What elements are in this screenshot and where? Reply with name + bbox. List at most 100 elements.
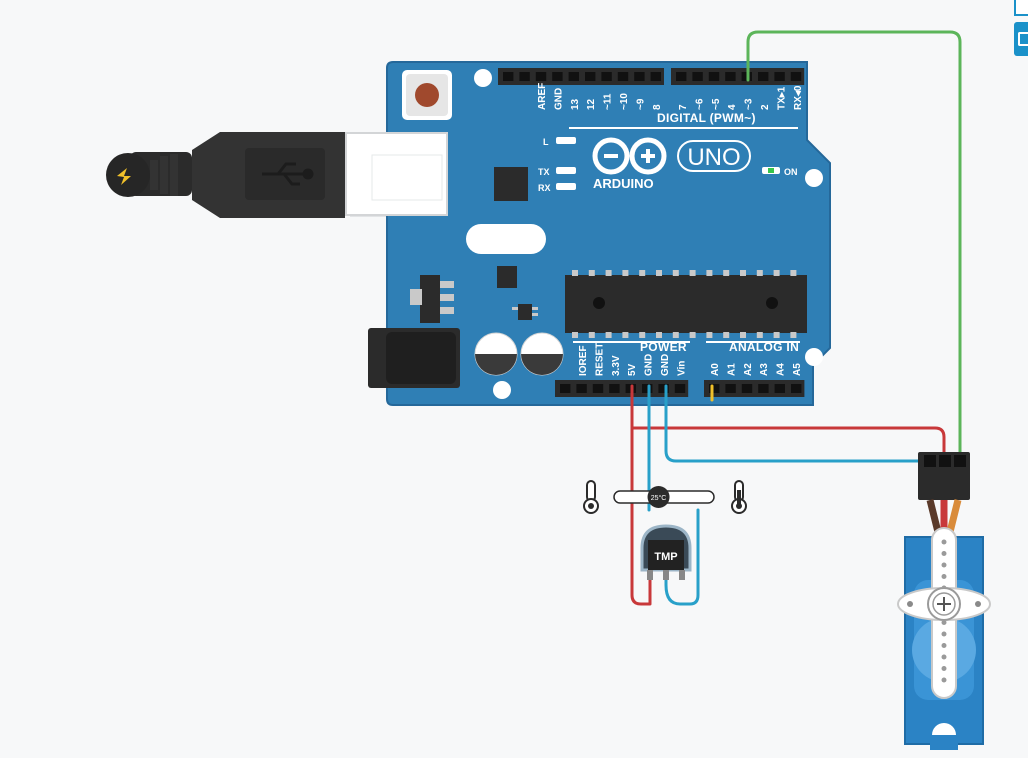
led-tx (556, 167, 576, 174)
pin-label: ~5 (711, 98, 722, 110)
header-pin[interactable] (658, 384, 669, 393)
servo-arm-hole (941, 539, 947, 545)
servo-arm-hole (941, 574, 947, 579)
header-pin[interactable] (758, 72, 769, 81)
wire-red-5v-servo[interactable] (630, 384, 946, 457)
pin-label: 2 (760, 104, 771, 110)
servo-arm-hole (941, 562, 947, 568)
pin-label: ~3 (744, 98, 755, 110)
wire-blue-gnd-servo[interactable] (664, 384, 930, 463)
header-pin[interactable] (609, 384, 620, 393)
crystal-oscillator (466, 224, 546, 254)
header-pin[interactable] (741, 384, 753, 393)
wire-green-signal[interactable] (746, 30, 962, 457)
pin-label: ~6 (694, 98, 705, 110)
atmega-chip (565, 270, 807, 338)
thermometer-hot-icon (731, 480, 747, 514)
temperature-reading: 25°C (651, 494, 667, 502)
pin-label: A3 (759, 363, 770, 376)
header-pin[interactable] (774, 384, 785, 393)
header-pin[interactable] (592, 384, 604, 393)
panel-toggle-button[interactable] (1014, 22, 1028, 56)
minus-icon (604, 154, 618, 158)
servo-arm-hole (941, 654, 947, 660)
header-pin[interactable] (568, 72, 579, 81)
model-label: UNO (687, 144, 740, 171)
pin-label: ~9 (635, 98, 646, 110)
analog-header-label: ANALOG IN (729, 340, 799, 354)
header-pin[interactable] (758, 384, 769, 393)
temperature-sensor[interactable]: TMP (640, 524, 692, 580)
header-pin[interactable] (576, 384, 587, 393)
capacitor-1 (474, 332, 518, 376)
temperature-slider[interactable]: 25°C (613, 486, 715, 508)
small-chip (497, 266, 517, 288)
header-pin[interactable] (519, 72, 530, 81)
header-pin[interactable] (585, 72, 596, 81)
header-pin[interactable] (601, 72, 612, 81)
header-pin[interactable] (552, 72, 563, 81)
pin-label: GND (553, 88, 564, 110)
pin-label: A4 (776, 363, 787, 376)
led-l-label: L (543, 137, 549, 147)
header-pin[interactable] (774, 72, 785, 81)
pin-label: RX◂0 (793, 85, 804, 110)
pin-label: GND (660, 354, 671, 376)
pin-label: 13 (570, 98, 581, 110)
digital-header-right[interactable] (671, 68, 805, 85)
header-pin[interactable] (791, 384, 802, 393)
header-pin[interactable] (692, 72, 703, 81)
digital-header-left[interactable] (498, 68, 664, 85)
sensor-label: TMP (654, 551, 677, 563)
header-pin[interactable] (503, 72, 514, 81)
pin-label: A2 (743, 363, 754, 376)
header-pin[interactable] (560, 384, 571, 393)
header-pin[interactable] (709, 384, 720, 393)
usb-controller-chip (494, 167, 528, 201)
led-l (556, 137, 576, 144)
lightning-icon (117, 168, 131, 185)
brand-label: ARDUINO (593, 176, 654, 191)
arduino-logo: ARDUINO UNO (592, 137, 751, 191)
pin-label: 4 (727, 104, 738, 110)
pin-label: TX▸1 (776, 86, 787, 110)
panel-toggle-top[interactable] (1014, 0, 1028, 16)
header-pin[interactable] (650, 72, 661, 81)
header-pin[interactable] (535, 72, 547, 81)
servo-arm-hole (941, 620, 947, 625)
servo-arm-hole (941, 666, 947, 671)
header-pin[interactable] (725, 384, 736, 393)
servo-motor[interactable] (897, 527, 991, 750)
led-tx-label: TX (538, 167, 550, 177)
header-pin[interactable] (725, 72, 736, 81)
pin-label: A1 (726, 363, 737, 376)
pin-label: AREF (537, 83, 548, 110)
pin-label: IOREF (578, 345, 589, 376)
header-pin[interactable] (617, 72, 629, 81)
pin-label: 12 (586, 98, 597, 110)
pin-label: 7 (678, 104, 689, 110)
wire-red-5v-sensor[interactable] (630, 426, 652, 606)
digital-header-label: DIGITAL (PWM~) (657, 111, 756, 125)
pin-label: GND (644, 354, 655, 376)
header-pin[interactable] (676, 72, 687, 81)
servo-connector[interactable] (918, 452, 970, 500)
power-header[interactable] (555, 380, 689, 397)
capacitor-2 (520, 332, 564, 376)
servo-arm-hole (941, 551, 947, 556)
reset-button[interactable] (402, 70, 452, 120)
pin-label: RESET (594, 343, 605, 376)
pin-label: Vin (676, 361, 687, 376)
wire-blue-sensor-return[interactable] (664, 508, 700, 606)
header-pin[interactable] (642, 384, 653, 393)
header-pin[interactable] (708, 72, 720, 81)
analog-header[interactable] (704, 380, 805, 397)
header-pin[interactable] (790, 72, 802, 81)
transistor (512, 304, 538, 320)
header-pin[interactable] (674, 384, 686, 393)
power-jack[interactable] (368, 328, 460, 388)
pin-label: A0 (710, 363, 721, 376)
header-pin[interactable] (634, 72, 645, 81)
thermometer-cold-icon (583, 480, 599, 514)
